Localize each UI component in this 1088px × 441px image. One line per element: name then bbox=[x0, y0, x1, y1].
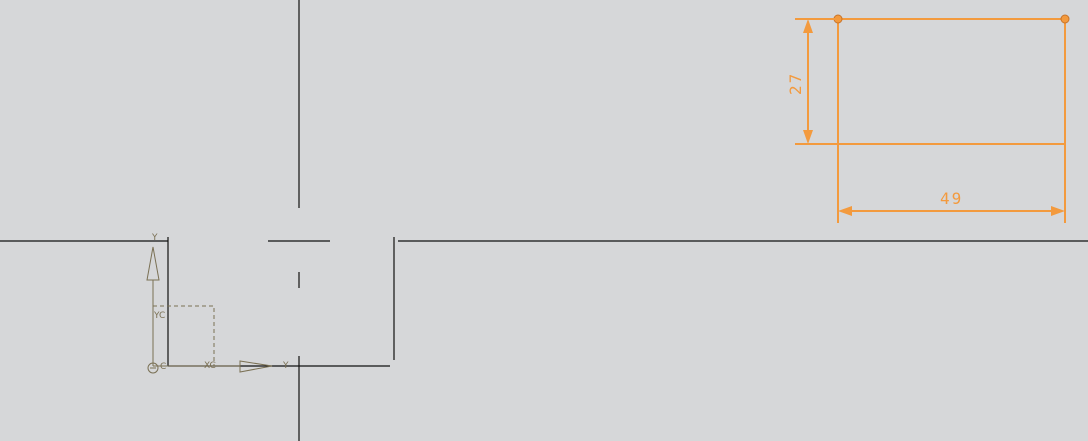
dimension-width[interactable] bbox=[837, 144, 1066, 223]
csys-label-x-arrow: Y bbox=[282, 361, 289, 371]
dim-width-arrow-right-icon bbox=[1051, 206, 1065, 216]
dim-height-arrow-top-icon bbox=[803, 19, 813, 33]
csys-labels: Y YC XC Y C bbox=[151, 233, 289, 372]
csys-label-xc: XC bbox=[204, 361, 216, 371]
sketch-rectangle-outline[interactable] bbox=[837, 18, 1066, 145]
dimension-height-value[interactable]: 27 bbox=[786, 72, 805, 95]
csys-label-yc: YC bbox=[153, 311, 165, 321]
sketch-point-top-right[interactable] bbox=[1060, 14, 1070, 24]
dim-width-arrow-left-icon bbox=[838, 206, 852, 216]
sketch-rectangle[interactable] bbox=[837, 18, 1066, 145]
dimension-width-value[interactable]: 49 bbox=[940, 189, 963, 208]
dim-height-arrow-bottom-icon bbox=[803, 130, 813, 144]
csys-origin-icon[interactable] bbox=[147, 362, 159, 374]
dimension-height[interactable] bbox=[795, 18, 838, 145]
csys-label-origin: C bbox=[160, 362, 166, 372]
csys-x-arrow-icon[interactable] bbox=[239, 360, 273, 373]
csys-y-arrow-icon[interactable] bbox=[146, 246, 160, 281]
csys-label-y-top: Y bbox=[151, 233, 158, 243]
work-coordinate-system[interactable] bbox=[146, 246, 273, 374]
